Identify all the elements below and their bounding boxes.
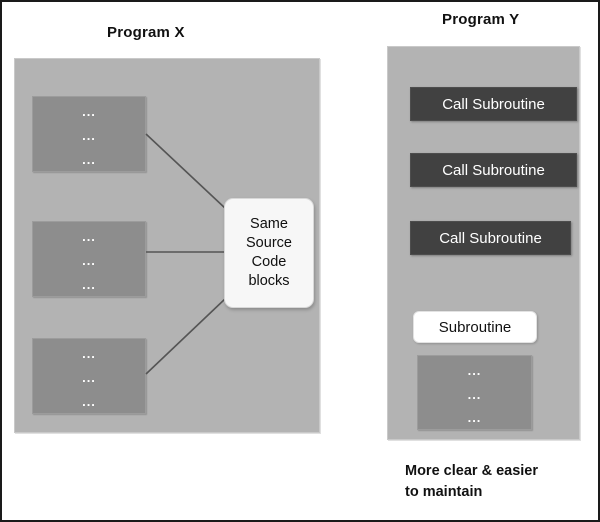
ellipsis-dots: ... bbox=[82, 229, 96, 245]
subroutine-label-box: Subroutine bbox=[413, 311, 537, 343]
ellipsis-dots: ... bbox=[82, 370, 96, 385]
code-block-x2: ... ... ... bbox=[32, 221, 146, 297]
subroutine-code-block: ... ... ... bbox=[417, 355, 532, 430]
caption-more-clear: More clear & easier to maintain bbox=[405, 461, 595, 503]
call-subroutine-bar-1: Call Subroutine bbox=[410, 87, 577, 121]
ellipsis-dots: ... bbox=[82, 393, 96, 409]
call-subroutine-bar-2: Call Subroutine bbox=[410, 153, 577, 187]
callout-line-1: Same bbox=[250, 215, 288, 232]
page-title-program-x: Program X bbox=[107, 24, 185, 41]
ellipsis-dots: ... bbox=[82, 276, 96, 292]
caption-line-2: to maintain bbox=[405, 484, 483, 501]
ellipsis-dots: ... bbox=[82, 128, 96, 143]
callout-line-4: blocks bbox=[248, 273, 290, 290]
ellipsis-dots: ... bbox=[82, 346, 96, 362]
ellipsis-dots: ... bbox=[467, 409, 482, 425]
callout-line-2: Source bbox=[246, 234, 292, 251]
ellipsis-dots: ... bbox=[82, 104, 96, 120]
caption-line-1: More clear & easier bbox=[405, 463, 538, 479]
ellipsis-dots: ... bbox=[467, 386, 482, 402]
ellipsis-dots: ... bbox=[467, 363, 482, 379]
call-subroutine-bar-3: Call Subroutine bbox=[410, 221, 571, 255]
ellipsis-dots: ... bbox=[82, 253, 96, 268]
page-title-program-y: Program Y bbox=[442, 11, 520, 28]
code-block-x1: ... ... ... bbox=[32, 96, 146, 172]
same-source-code-callout: Same Source Code blocks bbox=[224, 198, 314, 308]
callout-line-3: Code bbox=[251, 254, 287, 270]
code-block-x3: ... ... ... bbox=[32, 338, 146, 414]
ellipsis-dots: ... bbox=[82, 151, 96, 167]
